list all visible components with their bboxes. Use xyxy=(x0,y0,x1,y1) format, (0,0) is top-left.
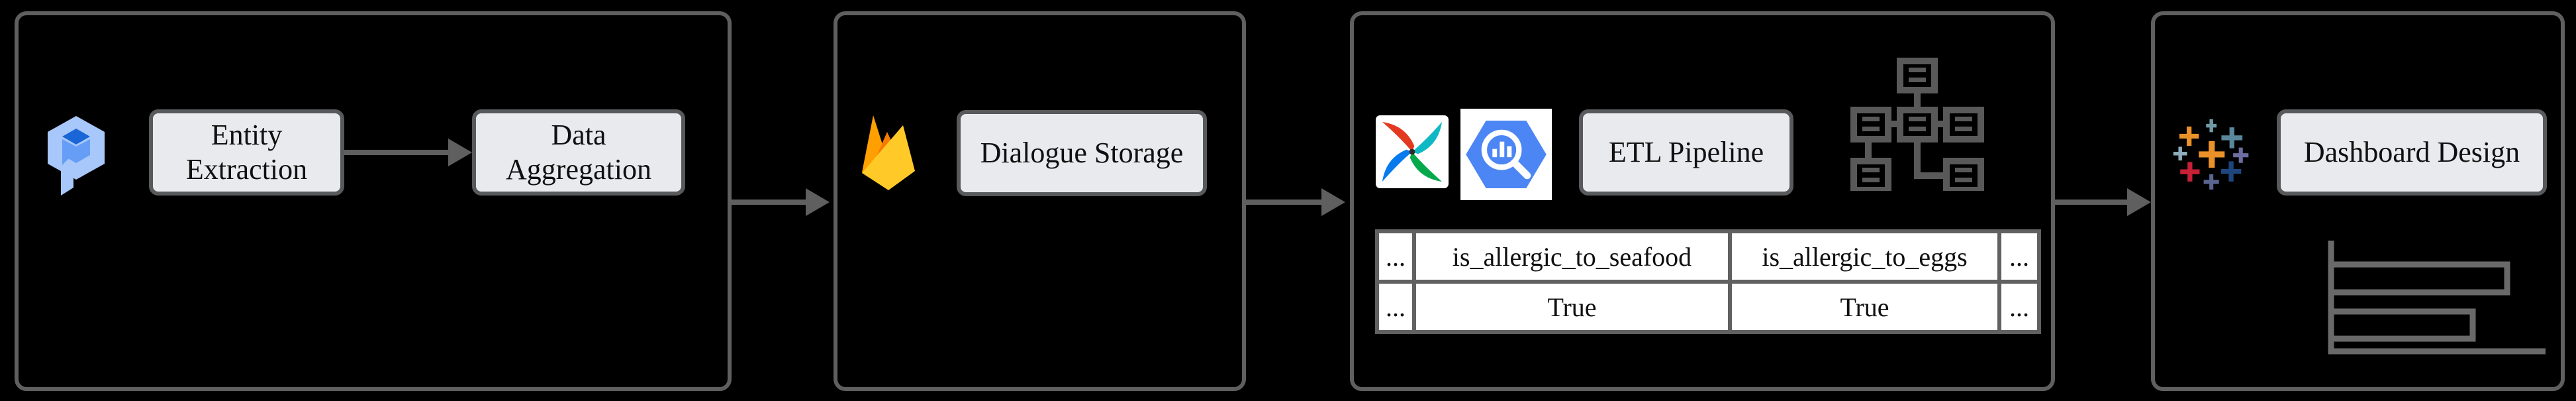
arrow-panel3-to-panel4-head xyxy=(2127,188,2151,216)
table-header-cell: ... xyxy=(1997,229,2041,284)
arrow-entity-to-aggregation-head xyxy=(448,139,472,166)
table-header-cell: ... xyxy=(1375,229,1416,284)
table-header-cell: is_allergic_to_eggs xyxy=(1728,229,2001,284)
table-data-cell: ... xyxy=(1997,280,2041,334)
node-entity-extraction: Entity Extraction xyxy=(149,109,344,196)
table-data-cell: True xyxy=(1728,280,2001,334)
node-data-aggregation-label: Data Aggregation xyxy=(506,119,651,186)
node-etl-pipeline-label: ETL Pipeline xyxy=(1608,136,1764,169)
dialogflow-icon xyxy=(48,116,105,196)
firebase-icon xyxy=(862,115,915,190)
panel-dialogue-storage xyxy=(834,11,1246,391)
table-data-cell: True xyxy=(1412,280,1732,334)
airflow-icon xyxy=(1376,115,1449,188)
node-data-aggregation: Data Aggregation xyxy=(472,109,685,196)
node-dashboard-design: Dashboard Design xyxy=(2277,109,2547,196)
panel-entity-extraction xyxy=(15,11,732,391)
table-data-row: ... True True ... xyxy=(1375,280,2041,334)
dag-tree-icon xyxy=(1850,58,1984,191)
tableau-icon xyxy=(2173,119,2249,190)
node-etl-pipeline: ETL Pipeline xyxy=(1579,109,1793,196)
arrow-entity-to-aggregation-line xyxy=(344,150,452,155)
bar-chart-icon xyxy=(2328,241,2546,355)
arrow-panel1-to-panel2-head xyxy=(806,188,830,216)
panel-dashboard-design xyxy=(2151,11,2565,391)
arrow-panel3-to-panel4-line xyxy=(2055,200,2128,205)
node-dashboard-design-label: Dashboard Design xyxy=(2303,136,2520,169)
bigquery-icon xyxy=(1460,109,1552,200)
etl-result-table: ... is_allergic_to_seafood is_allergic_t… xyxy=(1375,229,2041,334)
table-header-row: ... is_allergic_to_seafood is_allergic_t… xyxy=(1375,229,2041,284)
node-entity-extraction-label: Entity Extraction xyxy=(185,119,308,186)
arrow-panel2-to-panel3-line xyxy=(1246,200,1322,205)
arrow-panel2-to-panel3-head xyxy=(1321,188,1345,216)
arrow-panel1-to-panel2-line xyxy=(732,200,806,205)
table-header-cell: is_allergic_to_seafood xyxy=(1412,229,1732,284)
node-dialogue-storage: Dialogue Storage xyxy=(957,110,1207,196)
node-dialogue-storage-label: Dialogue Storage xyxy=(980,137,1184,170)
table-data-cell: ... xyxy=(1375,280,1416,334)
